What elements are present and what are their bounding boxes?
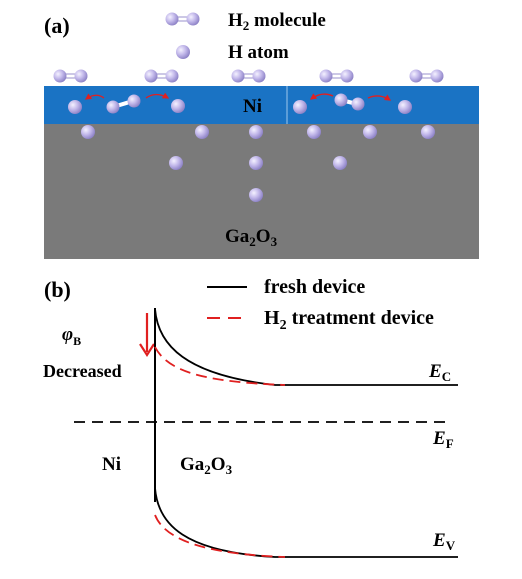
barrier-decrease-arrow (139, 313, 155, 358)
h-atom (398, 100, 412, 114)
h-atom (421, 125, 435, 139)
phi-b-label: φB (62, 324, 81, 348)
h2-molecule (319, 69, 354, 83)
ni-label-b: Ni (102, 454, 121, 475)
panel-a-label: (a) (44, 13, 70, 38)
h2-molecule-legend: H2 molecule (228, 10, 326, 33)
legend-h2-label: H2 treatment device (264, 307, 434, 333)
h-atom (68, 100, 82, 114)
h2-molecule (231, 69, 266, 83)
h-atom (249, 156, 263, 170)
h-atom (249, 125, 263, 139)
h2-molecule (53, 69, 88, 83)
h-atom (307, 125, 321, 139)
ef-label: EF (432, 428, 454, 451)
panel-b-label: (b) (44, 277, 71, 302)
h2-molecule (409, 69, 444, 83)
diffusion-arrows (84, 92, 392, 101)
h-atom (81, 125, 95, 139)
dissociating-h2-left (106, 94, 141, 114)
h-atom (363, 125, 377, 139)
h-atom-legend: H atom (228, 42, 289, 63)
ga2o3-label-a: Ga2O3 (225, 226, 278, 249)
h-atom-legend-icon (176, 45, 190, 59)
h-atom (171, 99, 185, 113)
h-atom (169, 156, 183, 170)
h2-molecule (144, 69, 179, 83)
legend-fresh-label: fresh device (264, 276, 365, 298)
conduction-band-h2 (154, 346, 286, 386)
decreased-label: Decreased (43, 361, 122, 381)
h-atoms (68, 99, 435, 202)
valence-band-h2 (154, 514, 286, 558)
h-atom (293, 100, 307, 114)
h-atom (249, 188, 263, 202)
conduction-band-fresh (154, 308, 458, 386)
panel-a: (a) H2 molecule H atom Ni Ga2O3 (44, 10, 479, 259)
panel-b: (b) fresh device H2 treatment device φB … (43, 276, 458, 558)
surface-h2-molecules (53, 69, 444, 83)
dissociating-h2-right (334, 93, 365, 111)
h2-molecule-legend-icon (165, 12, 200, 26)
ni-label: Ni (243, 96, 262, 117)
ec-label: EC (428, 361, 451, 384)
ev-label: EV (432, 530, 456, 553)
h-atom (195, 125, 209, 139)
h-atom (333, 156, 347, 170)
ga2o3-label-b: Ga2O3 (180, 454, 233, 477)
